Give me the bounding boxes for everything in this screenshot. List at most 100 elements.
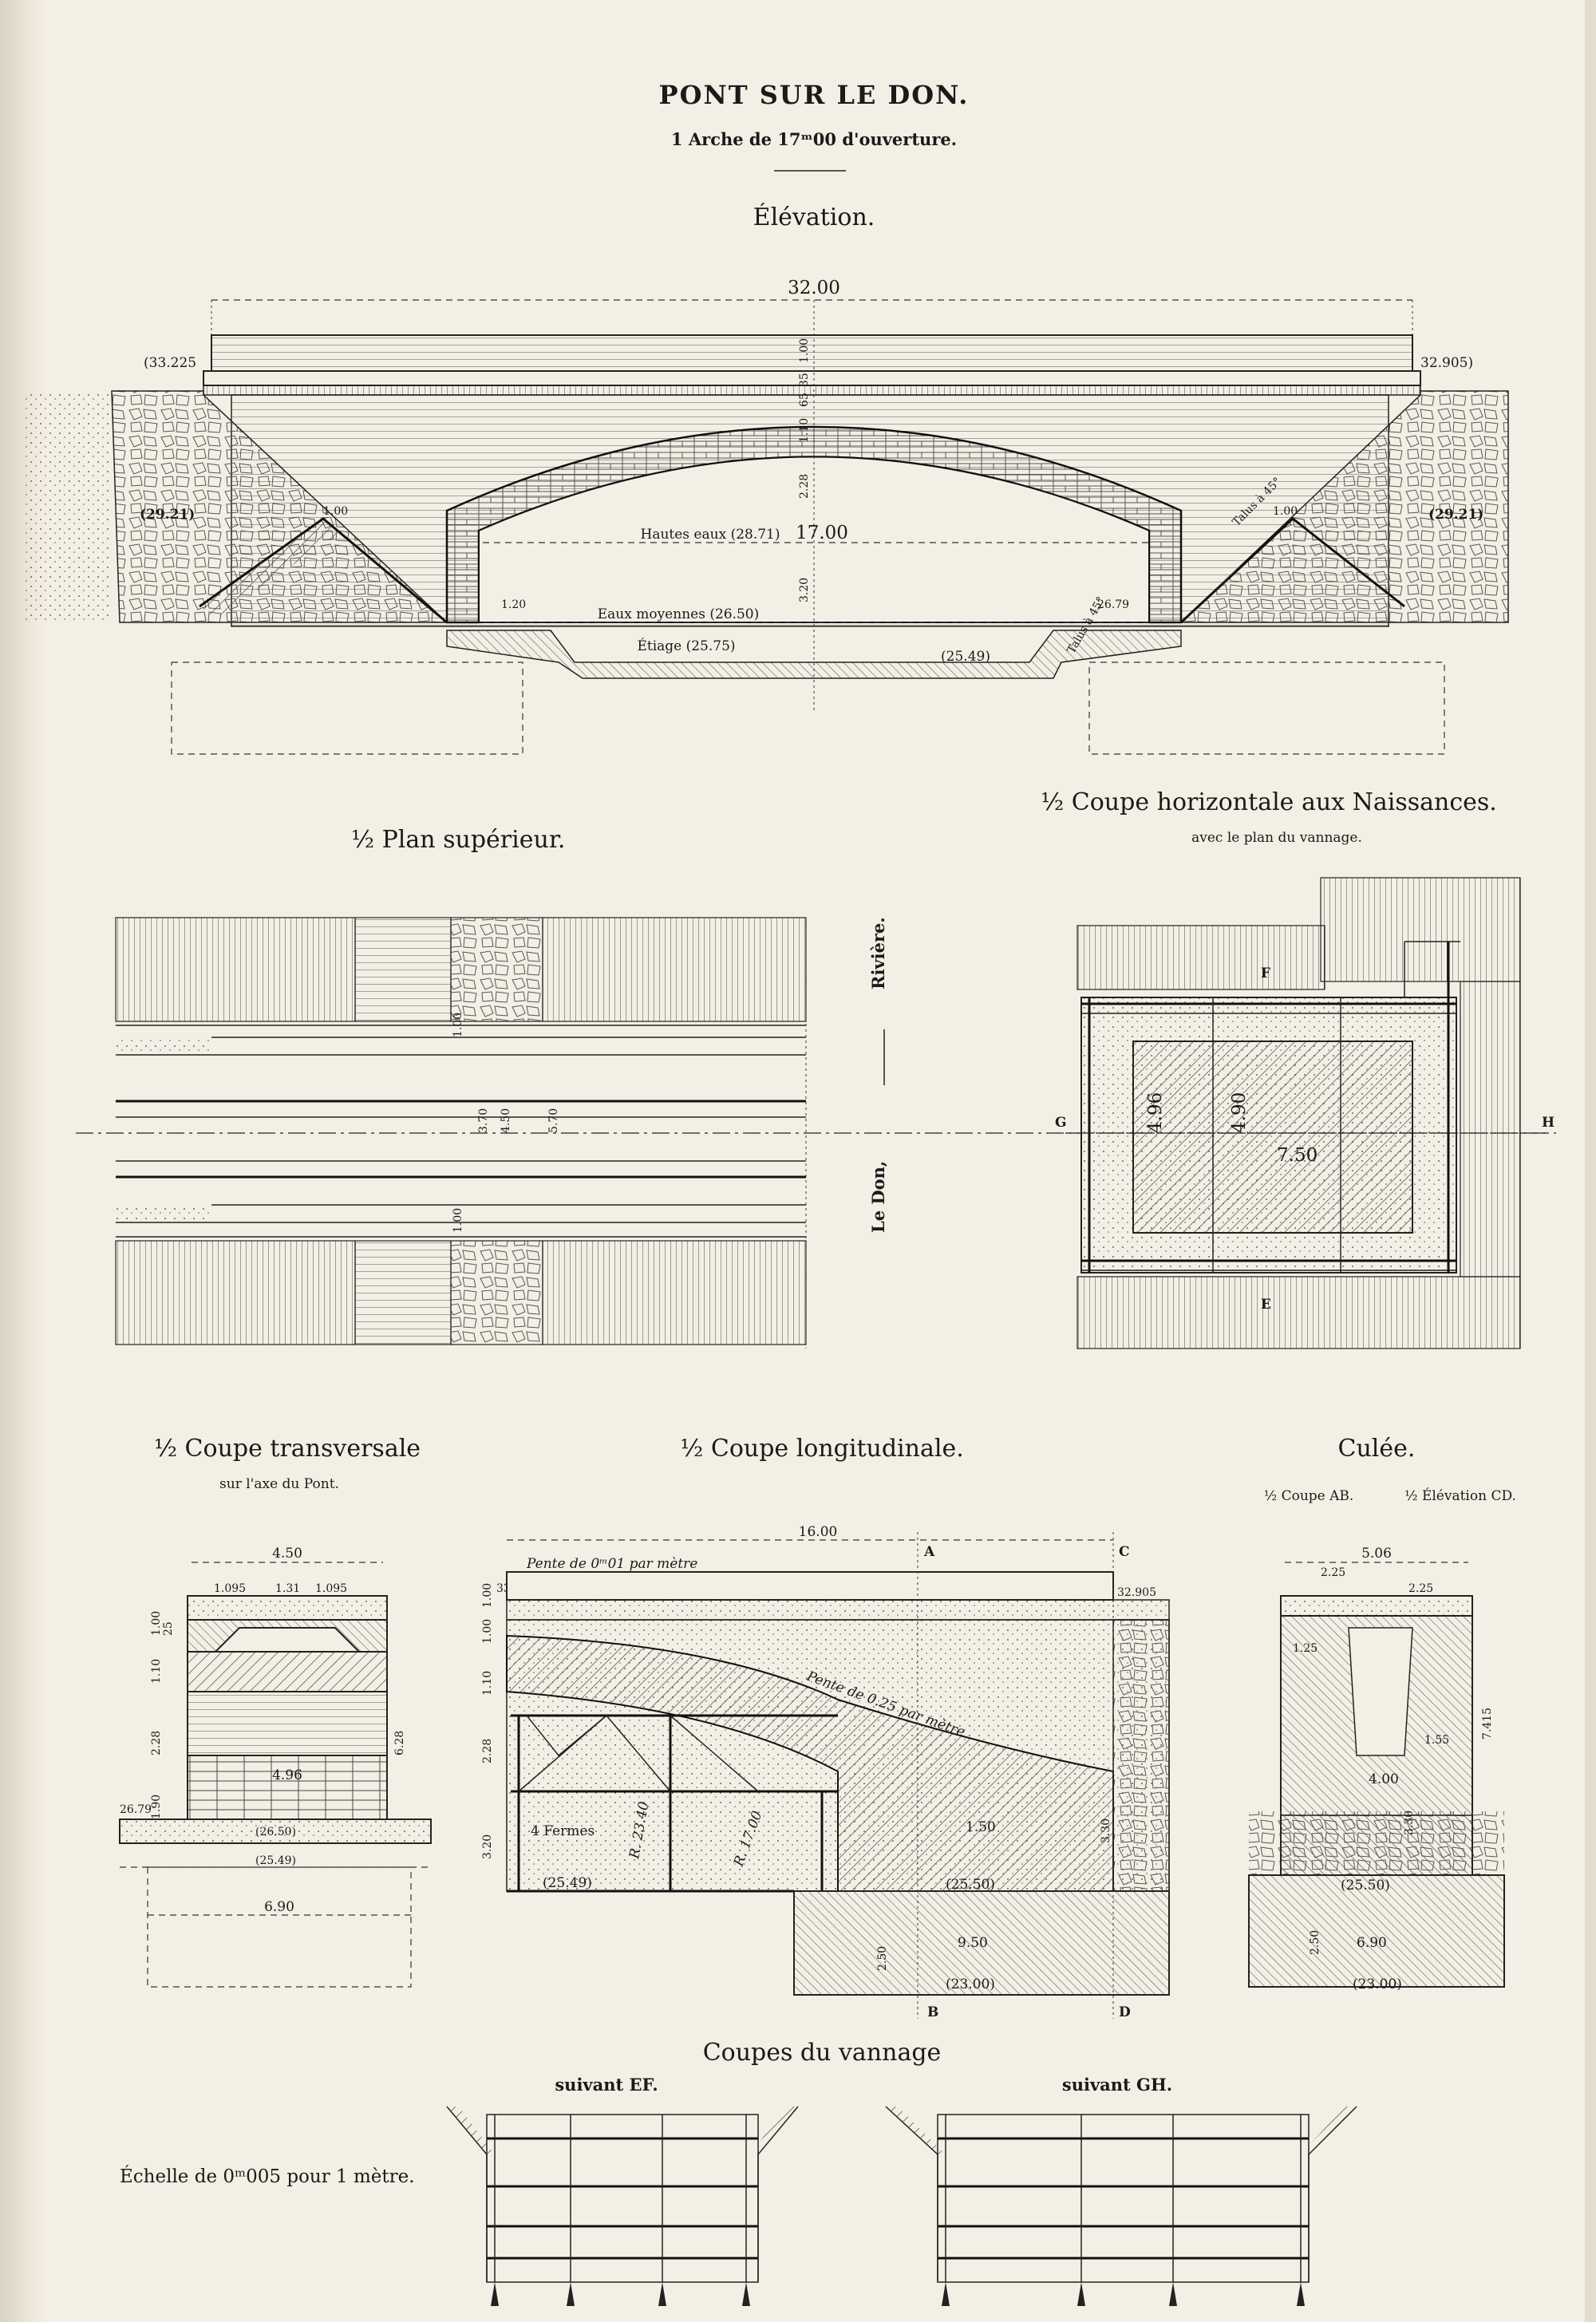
- cornice: [203, 370, 1421, 386]
- svg-text:(23.00): (23.00): [946, 1976, 995, 1992]
- horizontal-section-subtitle: avec le plan du vannage.: [1191, 830, 1362, 846]
- elevation-width-label: 32.00: [788, 278, 840, 298]
- river-name: Le Don,: [868, 1161, 888, 1233]
- dim-left-100: 1.00: [323, 505, 348, 518]
- svg-text:1.55: 1.55: [1424, 1734, 1449, 1747]
- svg-text:2.25: 2.25: [1321, 1566, 1345, 1579]
- plan-title: ½ Plan supérieur.: [351, 826, 565, 854]
- svg-text:9.50: 9.50: [958, 1935, 988, 1951]
- svg-text:1.00: 1.00: [452, 1013, 464, 1037]
- svg-text:4 Fermes: 4 Fermes: [531, 1823, 595, 1839]
- arch-opening: [478, 456, 1150, 623]
- level-2679: 26.79: [1097, 598, 1129, 611]
- binding-shadow: [0, 0, 48, 2322]
- svg-text:65: 65: [798, 393, 811, 407]
- svg-text:2.50: 2.50: [876, 1946, 889, 1971]
- svg-text:C: C: [1119, 1544, 1130, 1560]
- svg-text:2.28: 2.28: [798, 474, 811, 499]
- low-water-label: Étiage (25.75): [637, 638, 735, 654]
- elevation-vertical-dims: 1.00 35 65 1.10 2.28 3.20: [798, 338, 811, 602]
- svg-text:4.50: 4.50: [272, 1546, 302, 1562]
- svg-text:6.90: 6.90: [1357, 1935, 1387, 1951]
- svg-text:5.06: 5.06: [1361, 1546, 1392, 1562]
- left-embankment: [111, 390, 448, 623]
- longitudinal-section: ½ Coupe longitudinale. 16.00 Pente de 0ᵐ…: [481, 1435, 1170, 2020]
- horizontal-section-title: ½ Coupe horizontale aux Naissances.: [1041, 788, 1497, 816]
- svg-text:E: E: [1261, 1297, 1271, 1313]
- transverse-title: ½ Coupe transversale: [154, 1435, 421, 1463]
- svg-text:1.00: 1.00: [481, 1583, 494, 1608]
- vannage-left-label: suivant EF.: [555, 2075, 658, 2095]
- right-embankment: [1179, 390, 1509, 623]
- longitudinal-title: ½ Coupe longitudinale.: [680, 1435, 964, 1463]
- culee-subtitle-a: ½ Coupe AB.: [1264, 1488, 1354, 1504]
- culee-title: Culée.: [1338, 1435, 1416, 1463]
- right-foundation: [1088, 661, 1445, 755]
- transverse-subtitle: sur l'axe du Pont.: [219, 1476, 339, 1492]
- sluice-sections: Coupes du vannage suivant EF. suivant GH…: [120, 2039, 1357, 2306]
- svg-text:4.50: 4.50: [500, 1108, 512, 1133]
- vannage-title: Coupes du vannage: [703, 2039, 942, 2067]
- vannage-right-label: suivant GH.: [1062, 2075, 1172, 2095]
- svg-text:A: A: [923, 1544, 935, 1560]
- dentil-band: [203, 385, 1421, 396]
- svg-text:H: H: [1542, 1115, 1555, 1131]
- svg-text:1.10: 1.10: [150, 1659, 163, 1684]
- svg-text:(25.50): (25.50): [946, 1877, 995, 1893]
- level-left-top: (33.225: [144, 355, 196, 371]
- svg-text:G: G: [1055, 1115, 1067, 1131]
- river-label: Rivière.: [868, 917, 888, 989]
- svg-text:26.79: 26.79: [120, 1803, 152, 1816]
- svg-text:32.905: 32.905: [1117, 1586, 1156, 1599]
- sheet-edge: [1585, 0, 1596, 2322]
- svg-text:3.30: 3.30: [1403, 1811, 1416, 1835]
- svg-text:7.50: 7.50: [1277, 1145, 1317, 1166]
- level-right-top: 32.905): [1420, 355, 1473, 371]
- high-water-label: Hautes eaux (28.71): [641, 527, 780, 543]
- svg-text:(25.49): (25.49): [543, 1875, 592, 1891]
- svg-text:2.50: 2.50: [1309, 1930, 1321, 1955]
- plate-header: PONT SUR LE DON. 1 Arche de 17ᵐ00 d'ouve…: [659, 80, 967, 172]
- svg-text:6.90: 6.90: [264, 1899, 294, 1915]
- elevation-view: Élévation. 32.00: [24, 203, 1509, 755]
- svg-text:2.28: 2.28: [150, 1731, 163, 1755]
- vault-section: [506, 1634, 1114, 1892]
- elevation-title: Élévation.: [753, 203, 875, 231]
- river-bed: [446, 630, 1182, 679]
- level-right-mid: (29.21): [1428, 507, 1483, 523]
- sluice-ef: [446, 2106, 799, 2306]
- svg-text:4.96: 4.96: [272, 1767, 302, 1783]
- transverse-section: ½ Coupe transversale sur l'axe du Pont. …: [119, 1435, 432, 1988]
- svg-text:Pente de 0ᵐ01: Pente de 0ᵐ01 par mètre: [526, 1556, 697, 1572]
- svg-text:(26.50): (26.50): [255, 1826, 296, 1838]
- dim-120: 1.20: [501, 598, 526, 611]
- svg-text:5.70: 5.70: [547, 1108, 560, 1133]
- left-foundation: [171, 661, 523, 755]
- svg-text:3.20: 3.20: [798, 578, 811, 602]
- svg-text:(25.49): (25.49): [255, 1854, 296, 1867]
- svg-text:1.00: 1.00: [452, 1208, 464, 1233]
- abutment-section: Culée. ½ Coupe AB. ½ Élévation CD. 5.06 …: [1248, 1435, 1516, 1992]
- culee-subtitle-b: ½ Élévation CD.: [1404, 1487, 1516, 1504]
- svg-text:1.50: 1.50: [966, 1819, 996, 1835]
- svg-text:1.25: 1.25: [1293, 1642, 1317, 1655]
- plan-top-bank: [115, 917, 356, 1022]
- svg-text:D: D: [1119, 2004, 1131, 2020]
- svg-text:2.28: 2.28: [481, 1739, 494, 1763]
- svg-text:F: F: [1261, 966, 1270, 981]
- svg-text:1.31: 1.31: [275, 1582, 300, 1595]
- svg-text:1.095: 1.095: [315, 1582, 347, 1595]
- svg-text:7.415: 7.415: [1481, 1708, 1494, 1740]
- abutment-core: [1132, 1041, 1413, 1234]
- svg-text:1.00: 1.00: [481, 1619, 494, 1644]
- mean-water-label: Eaux moyennes (26.50): [598, 606, 760, 622]
- svg-text:2.25: 2.25: [1408, 1582, 1433, 1595]
- scale-note: Échelle de 0ᵐ005 pour 1 mètre.: [120, 2166, 415, 2187]
- svg-text:16.00: 16.00: [799, 1524, 838, 1540]
- sluice-gh: [885, 2106, 1357, 2306]
- svg-text:4.96: 4.96: [1145, 1092, 1166, 1133]
- horizontal-section: ½ Coupe horizontale aux Naissances. avec…: [1041, 788, 1555, 1349]
- svg-text:B: B: [927, 2004, 938, 2020]
- svg-text:4.90: 4.90: [1229, 1092, 1250, 1133]
